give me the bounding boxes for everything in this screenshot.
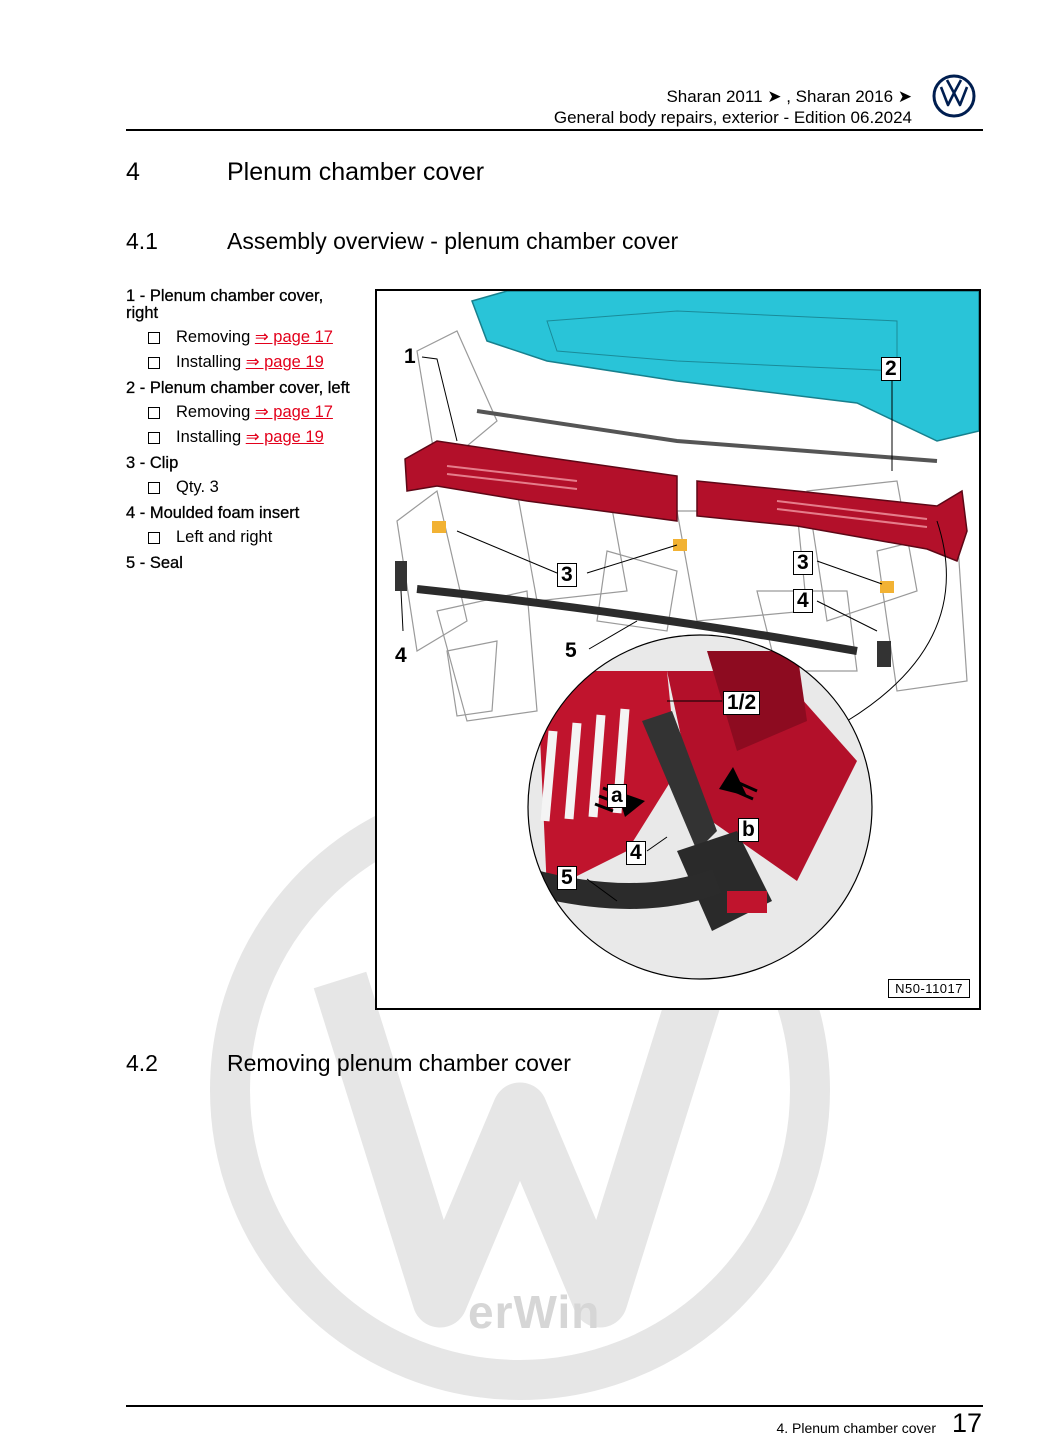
assembly-figure: 1 2 3 3 4 4 5 1/2 a b 4 5 N50-11017 — [375, 289, 981, 1010]
page-link[interactable]: ⇒ page 17 — [254, 403, 333, 421]
plenum-cover-right — [404, 440, 678, 522]
checkbox-bullet-icon — [148, 532, 160, 544]
seal — [416, 585, 858, 655]
legend-item-title: 4 - Moulded foam insert — [126, 504, 300, 522]
checkbox-bullet-icon — [148, 432, 160, 444]
clip — [673, 539, 687, 551]
header-rule — [126, 129, 983, 131]
arrow-b-icon — [719, 767, 747, 796]
callout-4-detail: 4 — [626, 841, 646, 865]
figure-id: N50-11017 — [888, 979, 970, 998]
assembly-illustration — [395, 291, 979, 980]
callout-1-2: 1/2 — [723, 691, 761, 715]
legend-item-title: 5 - Seal — [126, 554, 183, 572]
callout-a: a — [607, 784, 627, 808]
checkbox-bullet-icon — [148, 407, 160, 419]
header-manual-line: General body repairs, exterior - Edition… — [553, 108, 912, 127]
legend-item-title: 3 - Clip — [126, 454, 179, 472]
callout-3: 3 — [793, 551, 813, 575]
legend-sub-item: Installing ⇒ page 19 — [126, 428, 356, 447]
legend-item: 5 - Seal — [126, 554, 356, 572]
legend-sub-item: Removing ⇒ page 17 — [126, 403, 356, 422]
legend-sub-item: Removing ⇒ page 17 — [126, 328, 356, 347]
callout-5: 5 — [565, 639, 577, 662]
foam-insert-detail — [642, 711, 717, 851]
plenum-cover-left — [696, 480, 968, 562]
callout-4: 4 — [395, 644, 407, 667]
callout-b: b — [738, 818, 759, 842]
legend-sub-item: Left and right — [126, 528, 356, 547]
legend-item: 3 - Clip Qty. 3 — [126, 454, 356, 497]
subsection-number: 4.1 — [126, 228, 158, 254]
callout-2: 2 — [881, 357, 901, 381]
checkbox-bullet-icon — [148, 332, 160, 344]
page-link[interactable]: ⇒ page 17 — [254, 328, 333, 346]
watermark-logo-text: erWin — [468, 1286, 601, 1338]
section-title: Plenum chamber cover — [227, 158, 485, 186]
clip — [432, 521, 446, 533]
legend-sub-item: Installing ⇒ page 19 — [126, 353, 356, 372]
header-model-line: Sharan 2011 ➤ , Sharan 2016 ➤ — [666, 87, 912, 106]
subsection-title: Removing plenum chamber cover — [227, 1050, 571, 1076]
legend-sub-item: Qty. 3 — [126, 478, 356, 497]
seal-detail — [528, 868, 722, 909]
legend-item: 2 - Plenum chamber cover, left Removing … — [126, 379, 356, 447]
parts-legend: 1 - Plenum chamber cover, right Removing… — [126, 287, 356, 580]
page-link[interactable]: ⇒ page 19 — [245, 428, 324, 446]
checkbox-bullet-icon — [148, 482, 160, 494]
subsection-number: 4.2 — [126, 1050, 158, 1076]
clip — [880, 581, 894, 593]
footer-rule — [126, 1405, 983, 1407]
callout-5-detail: 5 — [557, 866, 577, 890]
subsection-title: Assembly overview - plenum chamber cover — [227, 228, 679, 254]
legend-item-title: 1 - Plenum chamber cover, right — [126, 287, 324, 322]
footer-section: 4. Plenum chamber cover — [776, 1420, 936, 1436]
legend-item-title: 2 - Plenum chamber cover, left — [126, 379, 350, 397]
page-link[interactable]: ⇒ page 19 — [245, 353, 324, 371]
callout-3: 3 — [557, 563, 577, 587]
legend-item: 4 - Moulded foam insert Left and right — [126, 504, 356, 547]
section-number: 4 — [126, 158, 140, 186]
callout-1: 1 — [404, 345, 416, 368]
checkbox-bullet-icon — [148, 357, 160, 369]
callout-4: 4 — [793, 589, 813, 613]
foam-insert — [395, 561, 407, 591]
page-number: 17 — [951, 1408, 982, 1438]
foam-insert — [877, 641, 891, 667]
windscreen-glass — [471, 291, 979, 442]
vw-logo-icon — [932, 74, 976, 118]
legend-item: 1 - Plenum chamber cover, right Removing… — [126, 287, 356, 372]
